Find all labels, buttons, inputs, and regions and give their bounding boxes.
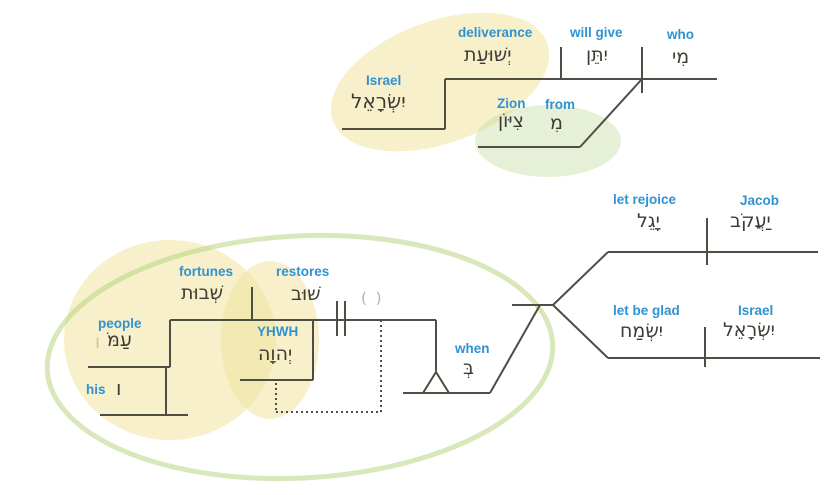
empty-subject-parens: ( ) xyxy=(361,289,384,307)
pedestal-triangle xyxy=(421,370,451,394)
gloss-who: who xyxy=(667,27,694,42)
highlight-yellow-deliverance-israel xyxy=(330,12,550,152)
gloss-let-be-glad: let be glad xyxy=(613,303,680,318)
hebrew-israel-bottom[interactable]: יִשְׂרָאֵל xyxy=(723,319,775,341)
hebrew-people[interactable]: עַמֹּ xyxy=(107,329,132,351)
gloss-zion: Zion xyxy=(497,96,526,111)
gloss-let-rejoice: let rejoice xyxy=(613,192,677,207)
slant-when-up xyxy=(489,304,541,394)
gloss-israel-bottom: Israel xyxy=(738,303,774,318)
gloss-jacob: Jacob xyxy=(740,193,780,208)
gloss-from: from xyxy=(545,97,575,112)
hebrew-people-suffix-faded: ו xyxy=(95,331,101,353)
gloss-fortunes: fortunes xyxy=(179,264,233,279)
hebrew-let-be-glad[interactable]: יִשְׂמַח xyxy=(620,320,664,342)
gloss-when: when xyxy=(455,341,490,356)
hebrew-his[interactable]: ו xyxy=(116,376,122,400)
hebrew-deliverance[interactable]: יְשׁוּעַת xyxy=(464,44,512,66)
hebrew-will-give[interactable]: יִתֵּן xyxy=(586,44,608,66)
hebrew-who[interactable]: מִי xyxy=(672,46,690,68)
highlight-green-from-zion xyxy=(475,105,621,177)
hebrew-israel-top[interactable]: יִשְׂרָאֵל xyxy=(351,89,406,113)
highlight-green-outline-clause xyxy=(44,232,556,482)
gloss-israel-top: Israel xyxy=(366,73,402,88)
fork-branch-lower xyxy=(552,304,609,359)
fork-branch-upper xyxy=(552,251,609,306)
slant-from-zion xyxy=(579,78,643,148)
gloss-yhwh: YHWH xyxy=(257,324,299,339)
hebrew-from[interactable]: מִ xyxy=(550,112,563,134)
hebrew-yhwh[interactable]: יְהוָה xyxy=(258,343,293,365)
hebrew-restores[interactable]: שׁוּב xyxy=(291,283,321,305)
gloss-will-give: will give xyxy=(570,25,623,40)
hebrew-jacob[interactable]: יַעֲקֹב xyxy=(730,210,771,232)
hebrew-zion[interactable]: צִיּוֹן xyxy=(498,110,524,132)
gloss-people: people xyxy=(98,316,142,331)
hebrew-when[interactable]: בְּ xyxy=(463,357,474,379)
hebrew-fortunes[interactable]: שְׁבוּת xyxy=(181,282,224,304)
gloss-restores: restores xyxy=(276,264,330,279)
gloss-his: his xyxy=(86,382,106,397)
hebrew-let-rejoice[interactable]: יָגֵל xyxy=(637,210,660,232)
gloss-deliverance: deliverance xyxy=(458,25,533,40)
